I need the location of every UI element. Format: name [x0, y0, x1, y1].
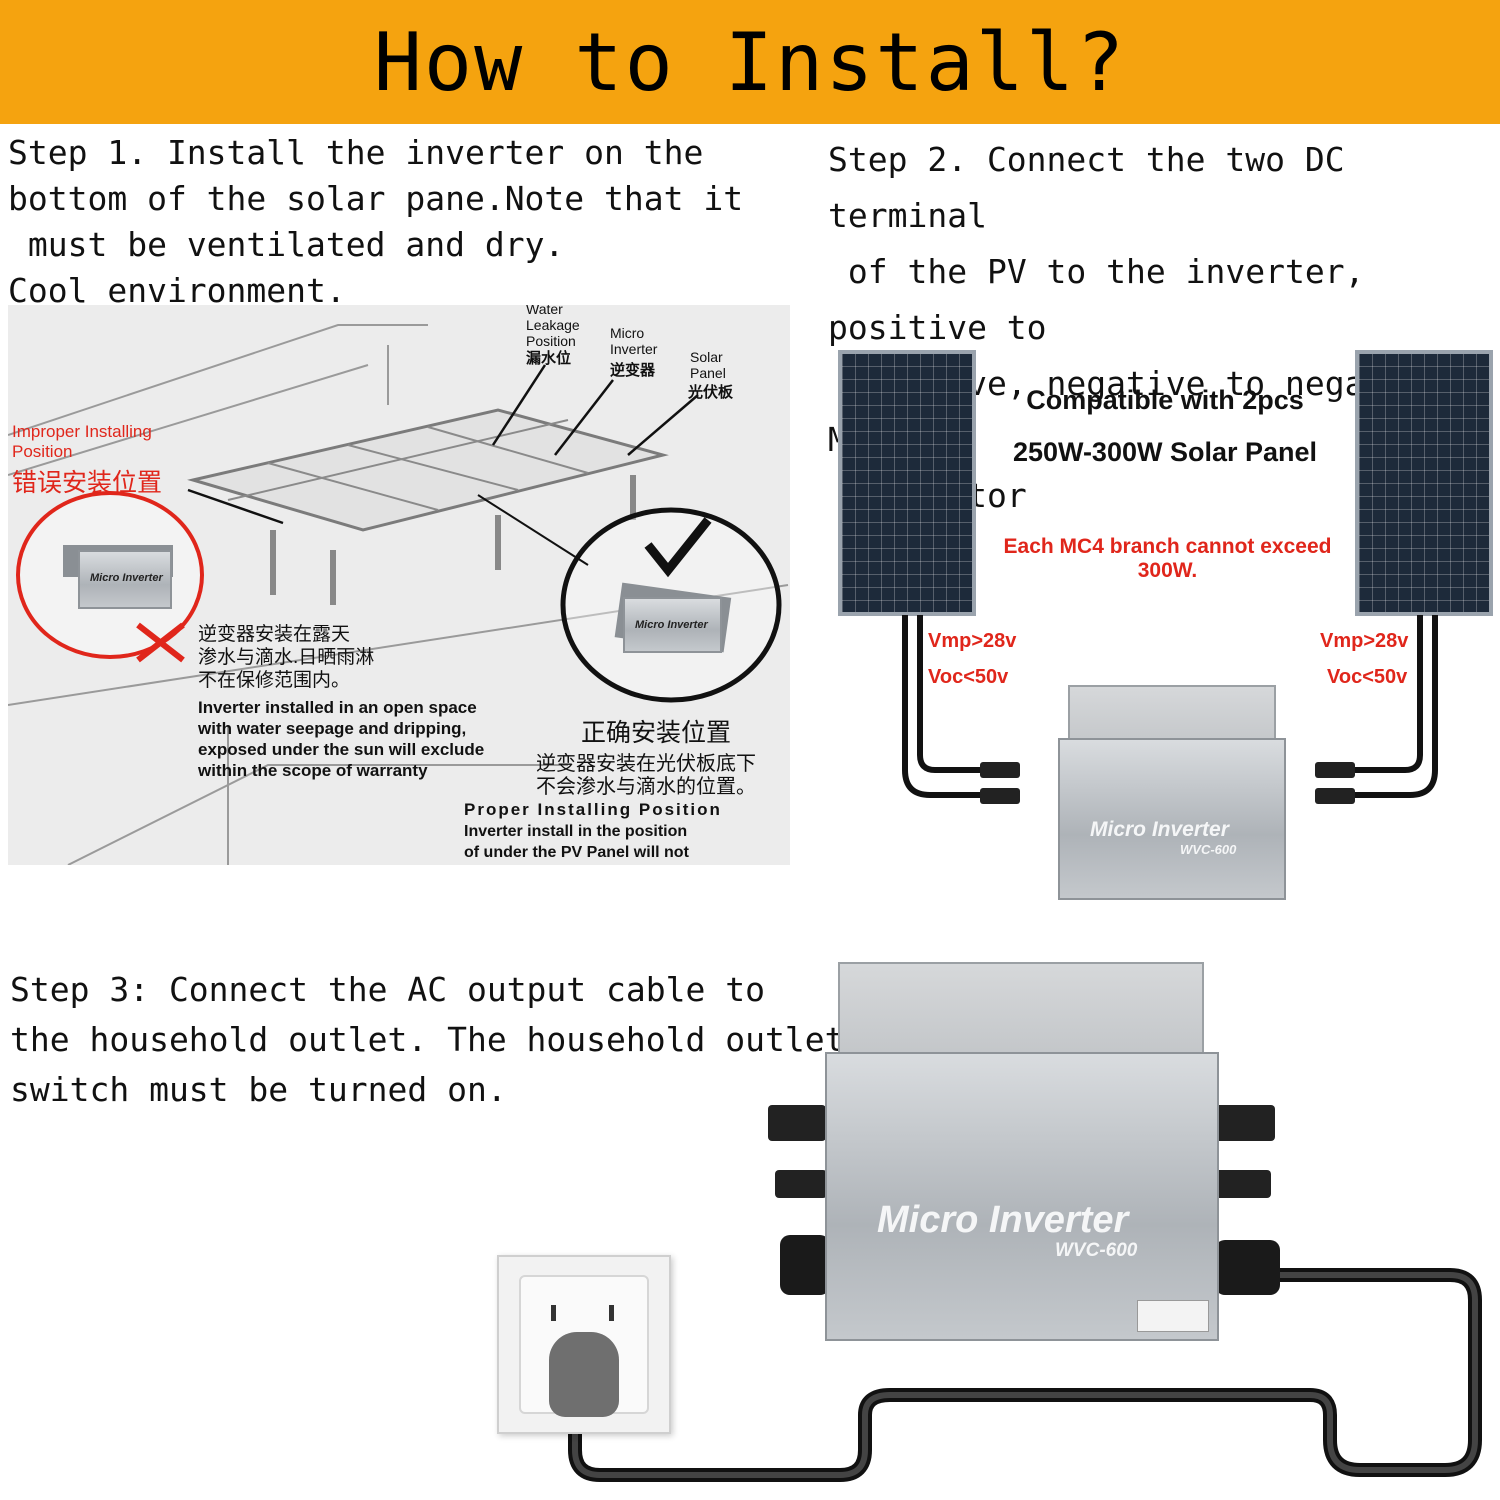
- inverter-3-dc-connector-top-right: [1215, 1105, 1275, 1141]
- proper-position-en-title: Proper Installing Position: [464, 800, 722, 819]
- proper-position-cn: 逆变器安装在光伏板底下 不会渗水与滴水的位置。: [536, 753, 756, 798]
- compat-line-2: 250W-300W Solar Panel: [1012, 437, 1318, 467]
- inverter-3-mount-plate: [838, 962, 1204, 1058]
- inverter-3-dc-connector-top-left: [768, 1105, 826, 1141]
- inverter-3-dc-connector-bottom-right: [1215, 1170, 1271, 1198]
- improper-warning-cn: 逆变器安装在露天 渗水与滴水.日晒雨淋 不在保修范围内。: [198, 624, 375, 691]
- inverter-2-name: Micro Inverter: [1090, 818, 1229, 841]
- inverter-3-name: Micro Inverter: [877, 1199, 1129, 1241]
- right-vmp: Vmp>28v: [1320, 630, 1409, 652]
- solar-panel-left: [838, 350, 976, 616]
- branch-limit-note: Each MC4 branch cannot exceed 300W.: [1003, 535, 1332, 582]
- inverter-2-model: WVC-600: [1180, 842, 1237, 857]
- proper-inverter-image: Micro Inverter: [623, 597, 722, 653]
- inverter-3-ac-port-right: [1215, 1240, 1280, 1295]
- improper-inverter-image: Micro Inverter: [78, 550, 172, 609]
- compat-line-1: Compatible with 2pcs: [1026, 385, 1304, 415]
- outlet-slot-left: [551, 1305, 556, 1321]
- left-voc: Voc<50v: [928, 666, 1009, 688]
- step3-instructions: Step 3: Connect the AC output cable to t…: [10, 970, 845, 1109]
- right-voc: Voc<50v: [1327, 666, 1408, 688]
- solar-panel-cn-label: 光伏板: [688, 384, 734, 401]
- water-leakage-label: Water Leakage Position: [526, 305, 580, 349]
- inverter-3-dc-connector-bottom-left: [775, 1170, 827, 1198]
- household-outlet[interactable]: [497, 1255, 671, 1434]
- improper-position-cn-label: 错误安装位置: [12, 469, 163, 497]
- proper-inverter-label: Micro Inverter: [635, 619, 708, 631]
- inverter-3-ac-port-left: [780, 1235, 830, 1295]
- installation-sketch: [8, 324, 789, 865]
- improper-warning-en: Inverter installed in an open space with…: [198, 698, 485, 780]
- proper-position-en: Inverter install in the position of unde…: [464, 823, 689, 861]
- micro-inverter-label: Micro Inverter: [610, 325, 658, 357]
- micro-inverter-cn-label: 逆变器: [610, 362, 656, 379]
- title-banner: How to Install?: [0, 0, 1500, 124]
- ac-cable: [568, 1268, 1482, 1482]
- solar-panel-right: [1355, 350, 1493, 616]
- step1-instructions: Step 1. Install the inverter on the bott…: [8, 133, 744, 310]
- dc-cables: [902, 615, 1438, 804]
- ac-plug: [549, 1332, 619, 1417]
- outlet-slot-right: [609, 1305, 614, 1321]
- solar-panel-label: Solar Panel: [690, 349, 726, 381]
- water-leakage-cn-label: 漏水位: [526, 350, 572, 367]
- inverter-3-barcode-label: [1137, 1300, 1209, 1332]
- inverter-3-body: Micro Inverter WVC-600: [825, 1052, 1219, 1341]
- improper-inverter-label: Micro Inverter: [90, 572, 163, 584]
- improper-position-label: Improper Installing Position: [12, 422, 152, 461]
- inverter-2-body: Micro Inverter WVC-600: [1058, 738, 1286, 900]
- inverter-3-model: WVC-600: [1055, 1240, 1138, 1261]
- proper-position-cn-title: 正确安装位置: [581, 719, 732, 747]
- page-title: How to Install?: [373, 15, 1127, 109]
- installation-diagram: Micro Inverter Micro Inverter Water Leak…: [8, 305, 790, 865]
- left-vmp: Vmp>28v: [928, 630, 1017, 652]
